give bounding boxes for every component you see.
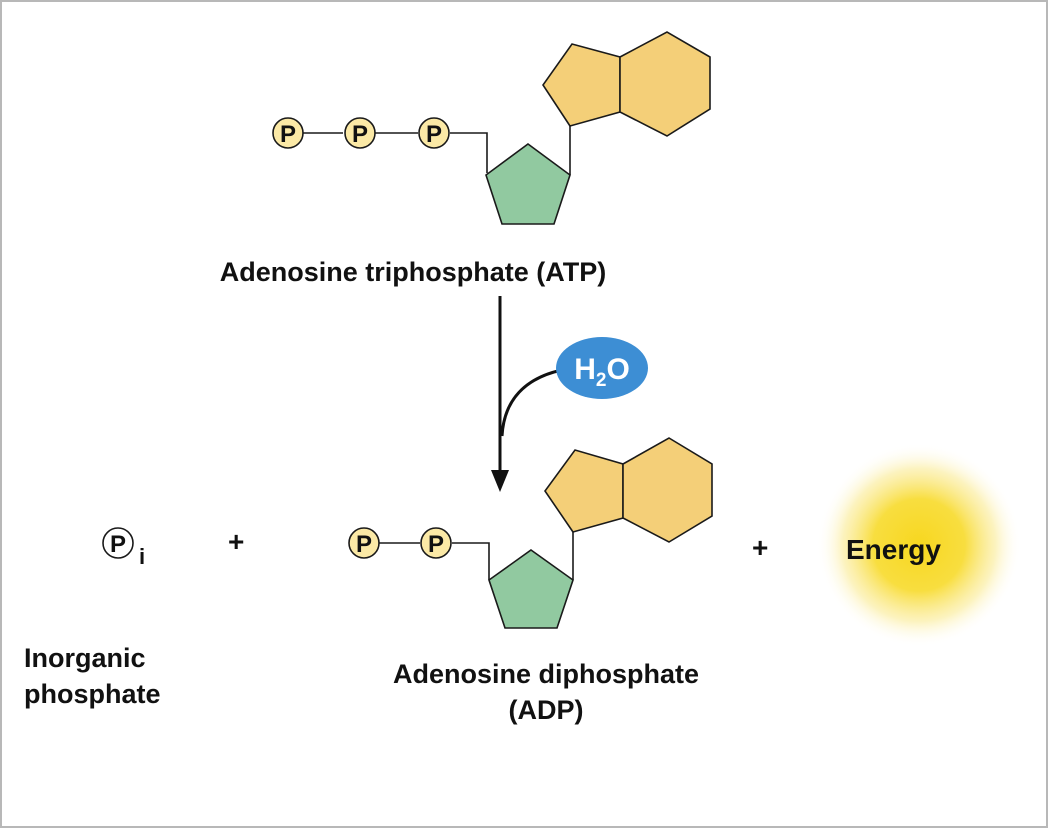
adp-adenine-six-ring — [622, 437, 713, 543]
adp-adenine-five-ring — [544, 449, 624, 533]
energy-glow — [817, 443, 1021, 647]
atp-label: Adenosine triphosphate (ATP) — [219, 257, 607, 287]
plus-sign-2: + — [752, 532, 769, 563]
atp-phosphate-2: P — [344, 117, 376, 149]
inorganic-phosphate-label-line1: Inorganic — [24, 643, 146, 673]
inorganic-phosphate-symbol: P i — [102, 527, 145, 569]
water-molecule-badge: H2O — [556, 337, 648, 399]
adp-label-line2: (ADP) — [508, 695, 584, 725]
adp-phosphate-1: P — [348, 527, 380, 559]
svg-text:P: P — [280, 121, 296, 148]
adp-phosphate-2: P — [420, 527, 452, 559]
svg-text:P: P — [428, 531, 444, 558]
atp-ribose-pentagon — [485, 143, 571, 225]
atp-phosphate-3: P — [418, 117, 450, 149]
svg-text:i: i — [139, 544, 145, 569]
svg-text:P: P — [110, 531, 126, 558]
adp-ribose-pentagon — [488, 549, 574, 629]
atp-phosphate-1: P — [272, 117, 304, 149]
svg-text:P: P — [356, 531, 372, 558]
adp-bond-to-ribose — [452, 542, 490, 580]
svg-text:P: P — [352, 121, 368, 148]
inorganic-phosphate-label: Inorganic phosphate — [24, 640, 161, 712]
atp-bond-to-ribose — [450, 132, 488, 173]
atp-adenine-five-ring — [542, 43, 621, 127]
svg-text:H2O: H2O — [574, 353, 630, 391]
atp-molecule: P P P — [272, 31, 711, 225]
adp-label: Adenosine diphosphate (ADP) — [346, 656, 746, 728]
inorganic-phosphate-label-line2: phosphate — [24, 679, 161, 709]
adp-molecule: P P — [348, 437, 713, 629]
energy-label: Energy — [846, 534, 941, 565]
reaction-arrow — [491, 296, 563, 492]
atp-adenine-six-ring — [619, 31, 711, 137]
adp-label-line1: Adenosine diphosphate — [392, 659, 700, 689]
plus-sign-1: + — [228, 526, 245, 557]
svg-text:P: P — [426, 121, 442, 148]
